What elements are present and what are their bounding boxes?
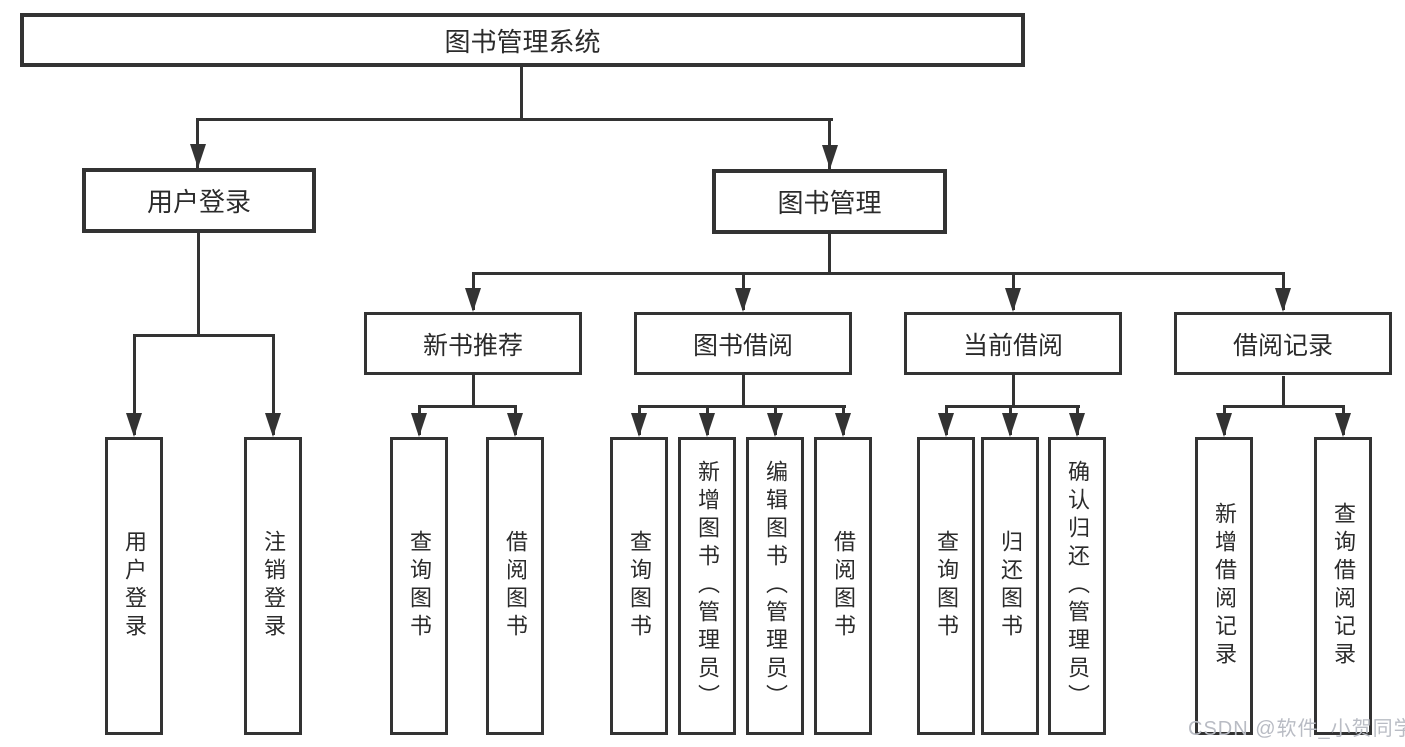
leaf-user-login: 用户登录 [105, 437, 163, 735]
arrowhead-recleaf2 [1335, 413, 1351, 437]
leaf-logout: 注销登录 [244, 437, 302, 735]
arrowhead-leaf-login [126, 413, 142, 437]
arrowhead-cur-leaf3 [1069, 413, 1085, 437]
connector-records-drop [1282, 376, 1285, 407]
node-current-borrowing: 当前借阅 [904, 312, 1122, 375]
connector-to-book-mgmt [828, 118, 831, 169]
leaf-label: 注销登录 [261, 530, 286, 642]
arrowhead-records [1275, 288, 1291, 312]
leaf-label: 借阅图书 [503, 530, 528, 642]
arrowhead-cur-leaf2 [1002, 413, 1018, 437]
leaf-label: 编辑图书（管理员） [763, 460, 788, 712]
arrowhead-bor-leaf3 [767, 413, 783, 437]
leaf-label: 查询借阅记录 [1331, 502, 1356, 670]
connector-mgmt-drop [828, 234, 831, 274]
arrowhead-cur-leaf1 [938, 413, 954, 437]
connector-borrowing-rail [638, 405, 846, 408]
arrowhead-leaf-logout [265, 413, 281, 437]
leaf-recommend-borrow-books: 借阅图书 [486, 437, 544, 735]
node-label: 图书管理 [777, 188, 882, 218]
leaf-label: 查询图书 [934, 530, 959, 642]
arrowhead-borrowing [735, 288, 751, 312]
arrowhead-bor-leaf1 [631, 413, 647, 437]
leaf-label: 用户登录 [122, 530, 147, 642]
arrowhead-bor-leaf2 [699, 413, 715, 437]
arrowhead-recleaf1 [1216, 413, 1232, 437]
node-root-library-system: 图书管理系统 [20, 13, 1025, 67]
connector-level1-rail [196, 118, 833, 121]
connector-records-rail [1223, 405, 1345, 408]
connector-root-drop [520, 67, 523, 120]
connector-to-user-login [196, 118, 199, 168]
node-label: 用户登录 [146, 187, 251, 217]
leaf-label: 新增图书（管理员） [695, 460, 720, 712]
node-new-book-recommend: 新书推荐 [364, 312, 582, 375]
leaf-label: 借阅图书 [831, 530, 856, 642]
connector-recommend-rail [418, 405, 517, 408]
node-label: 新书推荐 [422, 331, 523, 360]
connector-login-drop [197, 233, 200, 336]
leaf-add-borrow-record: 新增借阅记录 [1195, 437, 1253, 735]
leaf-borrow-books: 借阅图书 [814, 437, 872, 735]
connector-current-drop [1012, 374, 1015, 407]
leaf-label: 归还图书 [998, 530, 1023, 642]
connector-to-leaf-logout [272, 334, 275, 435]
node-user-login-branch: 用户登录 [82, 168, 316, 233]
leaf-recommend-query-books: 查询图书 [390, 437, 448, 735]
arrowhead-recommend [465, 288, 481, 312]
csdn-watermark: CSDN @软件_小贺同学 [1188, 718, 1405, 740]
connector-level2-rail [472, 272, 1285, 275]
leaf-current-query-books: 查询图书 [917, 437, 975, 735]
leaf-label: 查询图书 [627, 530, 652, 642]
leaf-label: 查询图书 [407, 530, 432, 642]
node-borrowing-records: 借阅记录 [1174, 312, 1392, 375]
node-book-management-branch: 图书管理 [712, 169, 947, 234]
arrowhead-rec-leaf1 [411, 413, 427, 437]
leaf-edit-books-admin: 编辑图书（管理员） [746, 437, 804, 735]
arrowhead-book-mgmt [822, 145, 838, 169]
connector-login-rail [133, 334, 275, 337]
leaf-confirm-return-admin: 确认归还（管理员） [1048, 437, 1106, 735]
node-book-borrowing: 图书借阅 [634, 312, 852, 375]
leaf-query-borrow-record: 查询借阅记录 [1314, 437, 1372, 735]
connector-recommend-drop [472, 374, 475, 407]
connector-current-rail [945, 405, 1080, 408]
arrowhead-current [1005, 288, 1021, 312]
connector-borrowing-drop [742, 374, 745, 407]
leaf-return-books: 归还图书 [981, 437, 1039, 735]
leaf-borrowing-query-books: 查询图书 [610, 437, 668, 735]
leaf-add-books-admin: 新增图书（管理员） [678, 437, 736, 735]
arrowhead-rec-leaf2 [507, 413, 523, 437]
leaf-label: 新增借阅记录 [1212, 502, 1237, 670]
arrowhead-user-login [190, 144, 206, 168]
node-label: 图书管理系统 [444, 26, 601, 57]
node-label: 当前借阅 [962, 331, 1063, 360]
connector-to-leaf-login [133, 334, 136, 435]
node-label: 图书借阅 [692, 331, 793, 360]
node-label: 借阅记录 [1232, 331, 1333, 360]
arrowhead-bor-leaf4 [835, 413, 851, 437]
leaf-label: 确认归还（管理员） [1065, 460, 1090, 712]
